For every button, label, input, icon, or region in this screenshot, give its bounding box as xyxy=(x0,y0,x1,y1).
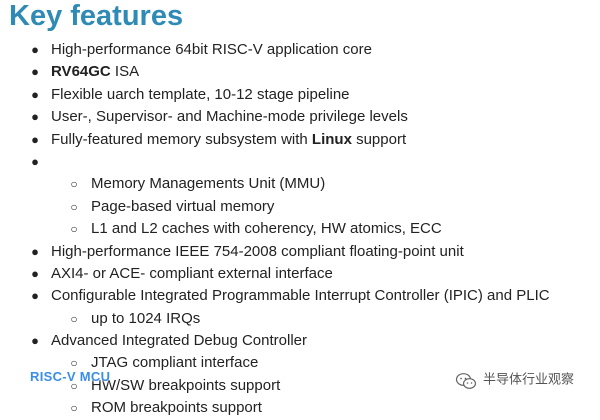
bullet-disc-icon: ● xyxy=(31,42,39,57)
text-run: support xyxy=(351,130,407,148)
list-item-text: Memory Managements Unit (MMU) xyxy=(91,173,325,195)
bullet-disc-icon: ● xyxy=(31,333,39,349)
sub-list-item: ○ ROM breakpoints support xyxy=(0,397,600,419)
text-run: up to 1024 IRQs xyxy=(91,309,201,327)
sub-list-item: ○ Page-based virtual memory xyxy=(0,196,600,218)
sub-list-item: ○ JTAG compliant interface xyxy=(0,352,600,374)
list-item-text: HW/SW breakpoints support xyxy=(91,375,280,397)
text-run: AXI4- or ACE- compliant external interfa… xyxy=(51,264,333,282)
list-item-text: RV64GC ISA xyxy=(51,61,139,83)
text-run: Fully-featured memory subsystem with xyxy=(51,130,312,148)
text-run: ROM breakpoints support xyxy=(91,399,262,417)
bold-term: Linux xyxy=(311,130,352,148)
list-item: ● High-performance 64bit RISC-V applicati… xyxy=(0,39,600,61)
text-run: User-, Supervisor- and Machine-mode priv… xyxy=(51,108,408,126)
feature-list: ● High-performance 64bit RISC-V applicati… xyxy=(0,39,600,420)
watermark-wechat: 半导体行业观察 xyxy=(455,370,574,390)
list-item-text: up to 1024 IRQs xyxy=(91,308,200,330)
text-run: HW/SW breakpoints support xyxy=(91,376,281,394)
page-title: Key features xyxy=(9,0,184,32)
sub-list-item: ○ L1 and L2 caches with coherency, HW ato… xyxy=(0,218,600,240)
list-item-text: ROM breakpoints support xyxy=(91,397,262,419)
bullet-disc-icon: ● xyxy=(31,243,39,259)
list-item-text: Configurable Integrated Programmable Int… xyxy=(51,285,550,307)
list-item-text: Page-based virtual memory xyxy=(91,196,274,218)
bullet-disc-icon: ● xyxy=(31,153,39,169)
list-item: ● AXI4- or ACE- compliant external interf… xyxy=(0,263,600,285)
sub-list-item: ○ HW/SW breakpoints support xyxy=(0,375,600,397)
list-item-text: JTAG compliant interface xyxy=(91,352,258,374)
list-item-text: User-, Supervisor- and Machine-mode priv… xyxy=(51,106,408,128)
list-item: ● Advanced Integrated Debug Controller xyxy=(0,330,600,352)
text-run: Page-based virtual memory xyxy=(91,197,275,215)
sub-list-item: ○ up to 1024 IRQs xyxy=(0,308,600,330)
list-item-text: High-performance IEEE 754-2008 compliant… xyxy=(51,241,464,263)
text-run: Advanced Integrated Debug Controller xyxy=(51,332,307,350)
list-item-text: High-performance 64bit RISC-V applicatio… xyxy=(51,39,372,61)
bullet-circle-icon: ○ xyxy=(70,378,78,393)
bullet-circle-icon: ○ xyxy=(70,311,78,326)
watermark-text: 半导体行业观察 xyxy=(483,372,575,388)
bullet-disc-icon: ● xyxy=(31,86,39,102)
list-item: ● Fully-featured memory subsystem with Li… xyxy=(0,129,600,151)
bullet-circle-icon: ○ xyxy=(70,401,78,416)
sub-list-item: ○ Memory Managements Unit (MMU) xyxy=(0,173,600,195)
text-run: High-performance 64bit RISC-V applicatio… xyxy=(51,41,372,58)
bullet-disc-icon: ● xyxy=(31,64,39,80)
list-item: ● Configurable Integrated Programmable In… xyxy=(0,285,600,307)
bullet-disc-icon: ● xyxy=(31,131,39,147)
text-run: Memory Managements Unit (MMU) xyxy=(91,175,326,193)
list-item-text: Advanced Integrated Debug Controller xyxy=(51,330,307,352)
text-run: Flexible uarch template, 10-12 stage pip… xyxy=(51,85,350,103)
bullet-circle-icon: ○ xyxy=(70,222,78,237)
list-item: ● High-performance IEEE 754-2008 complian… xyxy=(0,241,600,263)
list-item: ● User-, Supervisor- and Machine-mode pri… xyxy=(0,106,600,128)
list-item-text: L1 and L2 caches with coherency, HW atom… xyxy=(91,218,442,240)
bullet-disc-icon: ● xyxy=(31,288,39,304)
bullet-circle-icon: ○ xyxy=(70,199,78,214)
list-item-text: Flexible uarch template, 10-12 stage pip… xyxy=(51,84,350,106)
list-item-text: AXI4- or ACE- compliant external interfa… xyxy=(51,263,333,285)
list-item-text: Fully-featured memory subsystem with Lin… xyxy=(51,129,406,151)
text-run: L1 and L2 caches with coherency, HW atom… xyxy=(91,220,442,238)
wechat-icon xyxy=(455,372,477,389)
watermark-risc-v-mcu: RISC-V MCU xyxy=(30,369,111,384)
text-run: Configurable Integrated Programmable Int… xyxy=(51,287,550,305)
bold-term: RV64GC xyxy=(51,63,111,81)
bullet-disc-icon: ● xyxy=(31,265,39,281)
text-run: JTAG compliant interface xyxy=(91,354,259,372)
text-run: ISA xyxy=(110,63,140,81)
bullet-circle-icon: ○ xyxy=(70,177,78,192)
list-item: ● xyxy=(0,151,600,173)
list-item: ● RV64GC ISA xyxy=(0,61,600,83)
bullet-circle-icon: ○ xyxy=(70,356,78,371)
bullet-disc-icon: ● xyxy=(31,109,39,125)
text-run: High-performance IEEE 754-2008 compliant… xyxy=(51,242,464,260)
list-item: ● Flexible uarch template, 10-12 stage pi… xyxy=(0,84,600,106)
